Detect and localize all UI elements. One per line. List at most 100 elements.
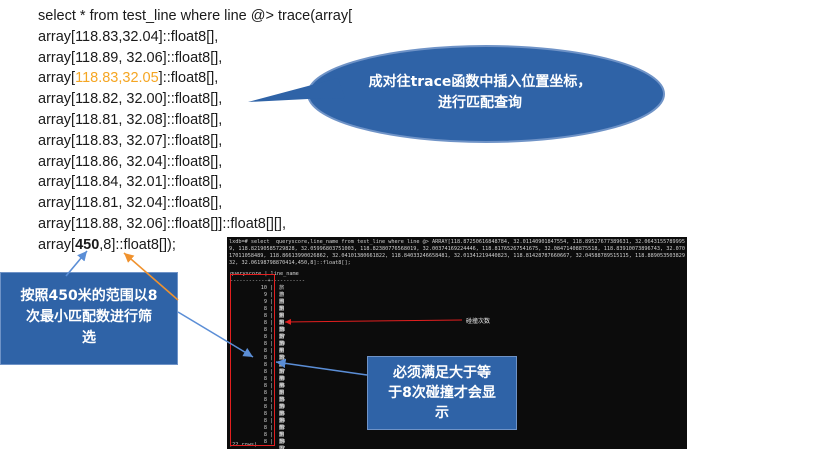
line-name-cell: 旅游团92 bbox=[279, 439, 285, 449]
line-name-cell: 旅游团5 bbox=[279, 299, 285, 326]
queryscore-cell: 9 bbox=[263, 292, 267, 298]
line-name-cell: 旅游团3 bbox=[279, 285, 285, 312]
queryscore-cell: 8 bbox=[263, 418, 267, 424]
queryscore-cell: 8 bbox=[263, 404, 267, 410]
queryscore-cell: 9 bbox=[263, 299, 267, 305]
code-line: array[118.83,32.05]::float8[], bbox=[38, 68, 352, 89]
queryscore-cell: 10 bbox=[260, 285, 267, 291]
right-callout-text: 必须满足大于等于8次碰撞才会显示 bbox=[388, 365, 496, 421]
cell-divider: | bbox=[270, 376, 274, 382]
code-text: array[118.86, 32.04]::float8[], bbox=[38, 153, 223, 170]
cell-divider: | bbox=[270, 341, 274, 347]
queryscore-highlight-box bbox=[230, 274, 275, 446]
queryscore-cell: 8 bbox=[263, 411, 267, 417]
range-value: 450 bbox=[75, 236, 100, 253]
line-name-cell: 旅游团94 bbox=[279, 397, 286, 424]
queryscore-cell: 8 bbox=[263, 439, 267, 445]
cell-divider: | bbox=[270, 327, 274, 333]
code-line: array[118.83,32.04]::float8[], bbox=[38, 27, 352, 48]
code-text: array[118.83,32.04]::float8[], bbox=[38, 28, 219, 45]
queryscore-cell: 8 bbox=[263, 376, 267, 382]
line-name-cell: 旅游团86 bbox=[279, 390, 286, 417]
terminal-separator: ------------+----------- bbox=[230, 278, 305, 284]
cell-divider: | bbox=[270, 355, 274, 361]
queryscore-cell: 8 bbox=[263, 432, 267, 438]
cell-divider: | bbox=[270, 292, 274, 298]
line-name-cell: 旅游团14 bbox=[279, 418, 286, 445]
line-name-cell: 旅游团39 bbox=[279, 320, 286, 347]
queryscore-cell: 8 bbox=[263, 355, 267, 361]
cell-divider: | bbox=[270, 383, 274, 389]
queryscore-cell: 8 bbox=[263, 313, 267, 319]
cell-divider: | bbox=[270, 369, 274, 375]
cell-divider: | bbox=[270, 404, 274, 410]
top-callout-text: 成对往trace函数中插入位置坐标，进行匹配查询 bbox=[368, 74, 592, 111]
code-text: ,8]::float8[]); bbox=[99, 236, 176, 253]
queryscore-cell: 8 bbox=[263, 320, 267, 326]
queryscore-cell: 8 bbox=[263, 390, 267, 396]
code-text: array[118.82, 32.00]::float8[], bbox=[38, 91, 223, 108]
line-name-cell: 旅游团4 bbox=[279, 327, 285, 354]
queryscore-cell: 8 bbox=[263, 341, 267, 347]
code-line: array[118.86, 32.04]::float8[], bbox=[38, 152, 352, 173]
code-text: array[118.89, 32.06]::float8[], bbox=[38, 49, 223, 66]
line-name-cell: 旅游团15 bbox=[279, 376, 286, 403]
queryscore-cell: 8 bbox=[263, 348, 267, 354]
cell-divider: | bbox=[270, 432, 274, 438]
queryscore-cell: 8 bbox=[263, 369, 267, 375]
queryscore-cell: 8 bbox=[263, 306, 267, 312]
line-name-cell: 旅游团59 bbox=[279, 383, 286, 410]
collision-count-note: 碰撞次数 bbox=[466, 319, 491, 325]
code-line: array[118.81, 32.08]::float8[], bbox=[38, 110, 352, 131]
queryscore-cell: 8 bbox=[263, 397, 267, 403]
cell-divider: | bbox=[270, 411, 274, 417]
cell-divider: | bbox=[270, 425, 274, 431]
cell-divider: | bbox=[270, 390, 274, 396]
column-line-name: line_name bbox=[270, 271, 299, 277]
code-line: select * from test_line where line @> tr… bbox=[38, 6, 352, 27]
code-line: array[118.84, 32.01]::float8[], bbox=[38, 172, 352, 193]
cell-divider: | bbox=[270, 320, 274, 326]
code-line: array[118.83, 32.07]::float8[], bbox=[38, 131, 352, 152]
cell-divider: | bbox=[270, 418, 274, 424]
code-text: array[118.83, 32.07]::float8[], bbox=[38, 132, 223, 149]
cell-divider: | bbox=[270, 348, 274, 354]
code-text: ]::float8[], bbox=[158, 70, 219, 87]
code-line: array[118.88, 32.06]::float8[]]::float8[… bbox=[38, 214, 352, 235]
right-callout-box bbox=[367, 356, 517, 430]
terminal-query-header: lxdb=# select queryscore,line_name from … bbox=[229, 239, 685, 266]
queryscore-cell: 8 bbox=[263, 362, 267, 368]
code-text: select * from test_line where line @> tr… bbox=[38, 8, 353, 24]
cell-divider: | bbox=[270, 362, 274, 368]
line-name-cell: 旅游团77 bbox=[279, 425, 286, 449]
cell-divider: | bbox=[270, 313, 274, 319]
code-text: array[118.88, 32.06]::float8[]]::float8[… bbox=[38, 215, 286, 232]
sql-code-block: select * from test_line where line @> tr… bbox=[38, 6, 352, 256]
line-name-cell: 旅游团27 bbox=[279, 313, 286, 340]
code-text: array[118.81, 32.08]::float8[], bbox=[38, 111, 223, 128]
queryscore-cell: 8 bbox=[263, 334, 267, 340]
line-name-cell: 旅游团9 bbox=[279, 292, 285, 319]
line-name-cell: 旅游团80 bbox=[279, 432, 285, 449]
cell-divider: | bbox=[270, 306, 274, 312]
code-text: array[ bbox=[38, 236, 76, 253]
line-name-cell: 旅游团18 bbox=[279, 306, 286, 333]
code-text: array[ bbox=[38, 70, 76, 87]
queryscore-cell: 8 bbox=[263, 327, 267, 333]
line-name-cell: 旅游团5 bbox=[279, 411, 285, 438]
code-line: array[450,8]::float8[]); bbox=[38, 235, 352, 256]
code-text: array[118.84, 32.01]::float8[], bbox=[38, 174, 223, 191]
code-line: array[118.81, 32.04]::float8[], bbox=[38, 193, 352, 214]
code-text: array[118.81, 32.04]::float8[], bbox=[38, 195, 223, 212]
cell-divider: | bbox=[270, 397, 274, 403]
highlighted-coordinate: 118.83,32.05 bbox=[75, 70, 159, 87]
line-name-cell: 旅游团22 bbox=[279, 334, 286, 361]
cell-divider: | bbox=[270, 285, 274, 291]
queryscore-cell: 8 bbox=[263, 383, 267, 389]
line-name-cell: 旅游团62 bbox=[279, 404, 286, 431]
queryscore-cell: 8 bbox=[263, 425, 267, 431]
code-line: array[118.89, 32.06]::float8[], bbox=[38, 48, 352, 69]
cell-divider: | bbox=[270, 299, 274, 305]
cell-divider: | bbox=[270, 439, 274, 445]
